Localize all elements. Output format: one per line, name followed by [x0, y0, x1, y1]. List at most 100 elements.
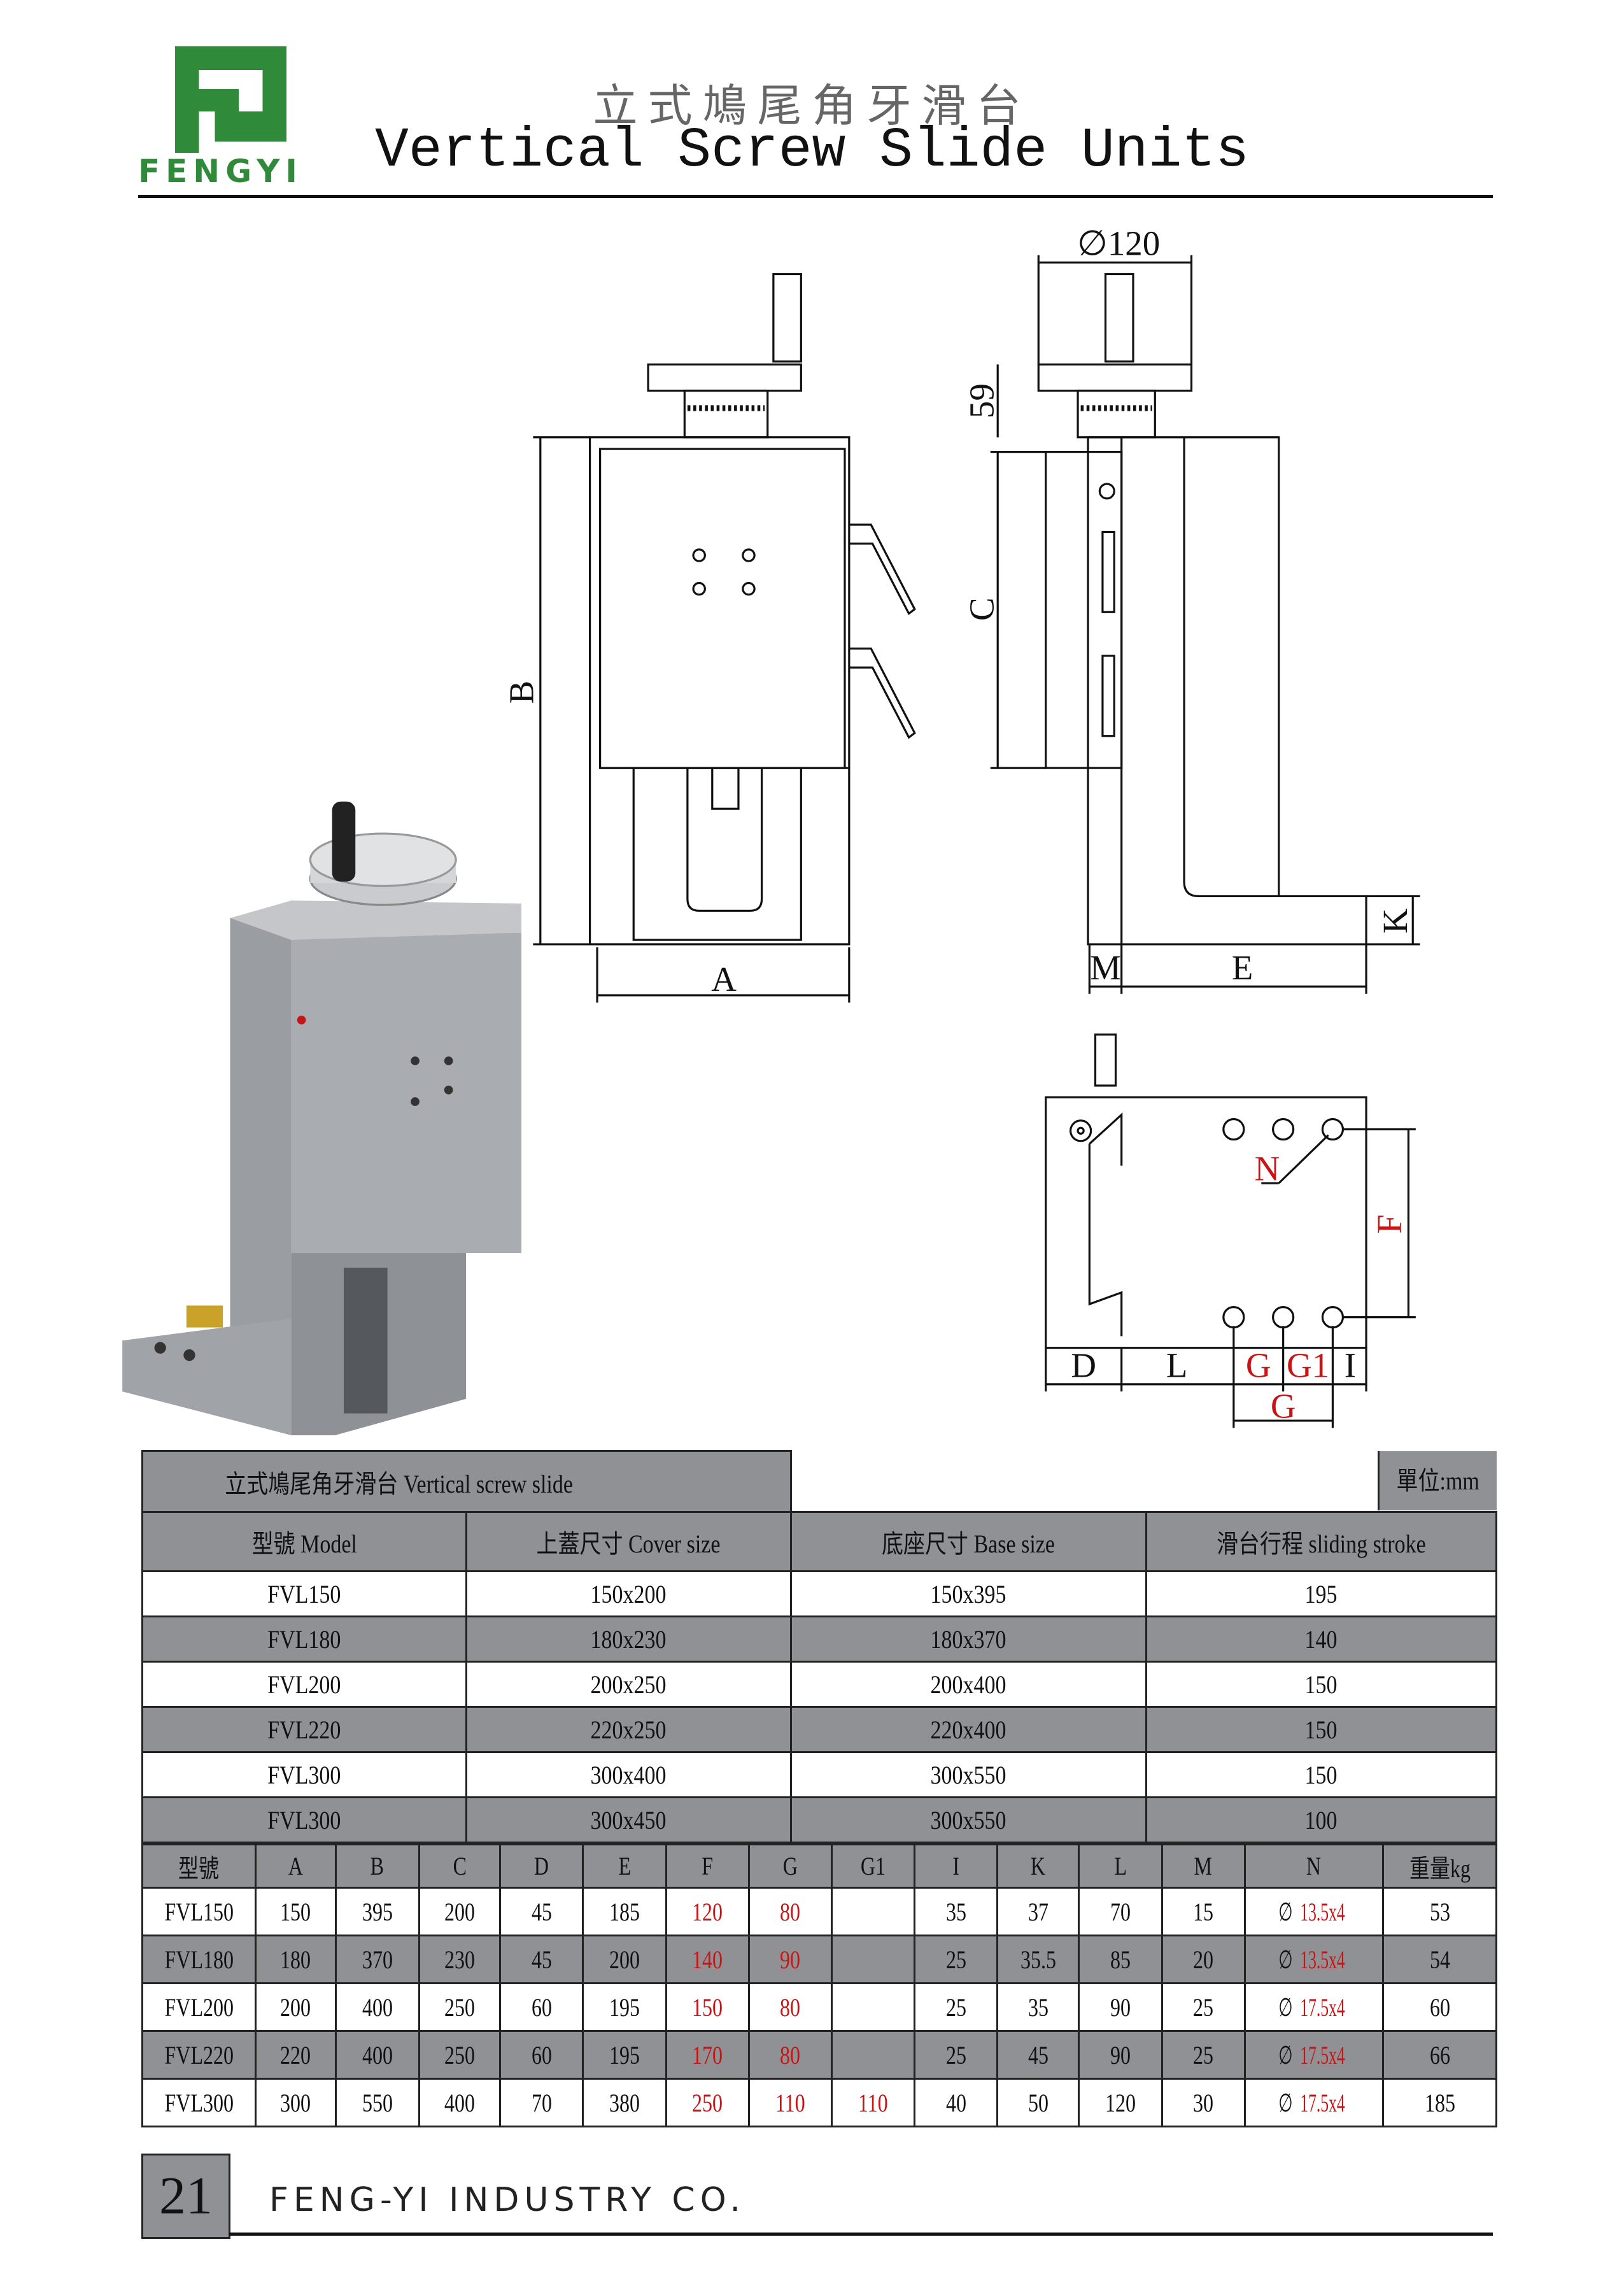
table-cell: 200	[418, 1887, 502, 1936]
table-cell: 195	[582, 1982, 667, 2032]
column-header: 底座尺寸 Base size	[789, 1511, 1147, 1572]
dim-label-k: K	[1376, 908, 1415, 934]
mounting-holes	[1222, 1118, 1345, 1329]
table-cell: FVL180	[141, 1935, 257, 1984]
table-cell: 300x400	[465, 1751, 792, 1798]
table-cell: 40	[914, 2078, 999, 2127]
table-cell: 25	[1161, 1982, 1246, 2032]
page-number: 21	[141, 2154, 230, 2239]
column-header: G1	[830, 1843, 916, 1889]
dim-label-l: L	[1166, 1345, 1188, 1384]
table-cell: 400	[334, 1982, 420, 2032]
table-cell: 220x400	[789, 1706, 1147, 1753]
table-cell: ∅13.5x4	[1243, 1887, 1385, 1936]
unit-label: 單位:mm	[1377, 1451, 1497, 1511]
diameter-symbol: ∅	[1278, 2040, 1293, 2070]
side-view: ∅120 59 C K M E	[962, 224, 1420, 994]
table-cell: 180x370	[789, 1615, 1147, 1663]
table-cell: 180x230	[465, 1615, 792, 1663]
table-cell: 200x400	[789, 1661, 1147, 1708]
plan-view: N F D L G G1 I G	[1045, 1033, 1416, 1428]
dim-label-g-total: G	[1271, 1386, 1296, 1425]
table-cell: 150	[1145, 1706, 1498, 1753]
front-view: B A	[502, 273, 916, 1003]
table-cell: 25	[1161, 2030, 1246, 2080]
dim-label-b: B	[502, 681, 540, 704]
table-cell: 550	[334, 2078, 420, 2127]
table-cell: ∅17.5x4	[1243, 2078, 1385, 2127]
column-header: D	[499, 1843, 584, 1889]
table-cell: 90	[1077, 2030, 1163, 2080]
table-cell: 66	[1382, 2030, 1497, 2080]
table-cell: 150	[1145, 1751, 1498, 1798]
footer-divider	[229, 2233, 1493, 2236]
table-cell: 200	[582, 1935, 667, 1984]
diameter-symbol: ∅	[1278, 2088, 1293, 2117]
table-cell: 35	[996, 1982, 1080, 2032]
table-cell: 100	[1145, 1796, 1498, 1843]
table-cell: 110	[830, 2078, 916, 2127]
column-header: E	[582, 1843, 667, 1889]
table-cell: 30	[1161, 2078, 1246, 2127]
table-cell: 150x200	[465, 1570, 792, 1617]
table-cell: 195	[1145, 1570, 1498, 1617]
company-name: FENG-YI INDUSTRY CO.	[269, 2181, 746, 2219]
table-cell: 150	[665, 1982, 750, 2032]
table-cell: ∅17.5x4	[1243, 2030, 1385, 2080]
table-cell: 54	[1382, 1935, 1497, 1984]
table-title: 立式鳩尾角牙滑台 Vertical screw slide	[141, 1450, 792, 1513]
table-cell: 185	[582, 1887, 667, 1936]
table-cell: ∅17.5x4	[1243, 1982, 1385, 2032]
column-header: K	[996, 1843, 1080, 1889]
table-cell: 140	[665, 1935, 750, 1984]
dim-label-a: A	[711, 960, 737, 998]
table-cell: 300	[254, 2078, 337, 2127]
table-cell: FVL200	[141, 1661, 468, 1708]
table-cell: 20	[1161, 1935, 1246, 1984]
table-cell: 25	[914, 1935, 999, 1984]
table-cell: FVL220	[141, 1706, 468, 1753]
table-cell: 395	[334, 1887, 420, 1936]
table-cell: FVL150	[141, 1887, 257, 1936]
column-header: 重量kg	[1382, 1843, 1497, 1889]
table-cell: 185	[1382, 2078, 1497, 2127]
table-cell: 25	[914, 2030, 999, 2080]
table-cell: 80	[747, 1982, 833, 2032]
table-cell: 250	[665, 2078, 750, 2127]
table-cell: 300x450	[465, 1796, 792, 1843]
dim-label-d: D	[1071, 1345, 1096, 1384]
table-cell: 140	[1145, 1615, 1498, 1663]
table-cell: 195	[582, 2030, 667, 2080]
table-cell: ∅13.5x4	[1243, 1935, 1385, 1984]
column-header: G	[747, 1843, 833, 1889]
table-cell: 45	[996, 2030, 1080, 2080]
header-divider	[138, 195, 1493, 198]
column-header: 型號 Model	[141, 1511, 468, 1572]
table-cell: 120	[665, 1887, 750, 1936]
table-cell	[830, 1887, 916, 1936]
table-cell: 85	[1077, 1935, 1163, 1984]
table-cell: FVL150	[141, 1570, 468, 1617]
diameter-symbol: ∅	[1278, 1945, 1293, 1974]
dim-label-e: E	[1232, 948, 1253, 987]
table-cell: 90	[1077, 1982, 1163, 2032]
dim-label-c: C	[962, 597, 1001, 621]
dim-label-f: F	[1370, 1214, 1409, 1234]
table-cell: 300x550	[789, 1796, 1147, 1843]
dim-label-g: G	[1246, 1345, 1271, 1384]
diameter-symbol: ∅	[1278, 1897, 1293, 1926]
table-cell: 150	[254, 1887, 337, 1936]
table-cell: 110	[747, 2078, 833, 2127]
fengyi-logo-icon	[175, 46, 286, 153]
column-header: M	[1161, 1843, 1246, 1889]
column-header: 滑台行程 sliding stroke	[1145, 1511, 1498, 1572]
column-header: 型號	[141, 1843, 257, 1889]
dim-label-g1: G1	[1287, 1345, 1329, 1384]
table-cell: 37	[996, 1887, 1080, 1936]
dim-label-m: M	[1090, 948, 1121, 987]
